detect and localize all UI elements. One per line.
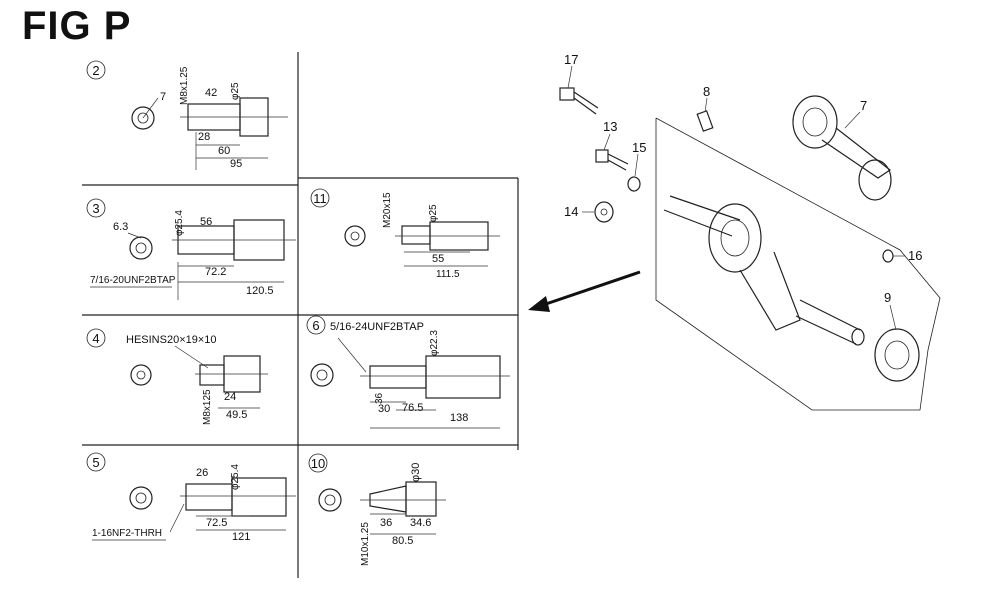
shaft-end-view bbox=[131, 106, 155, 130]
shaft-panel-3: 3 6.3 φ25.4 56 7/16-20UNF2BTAP 72.2 120.… bbox=[86, 198, 296, 300]
svg-text:7/16-20UNF2BTAP: 7/16-20UNF2BTAP bbox=[90, 275, 176, 286]
svg-text:95: 95 bbox=[230, 158, 242, 170]
svg-text:24: 24 bbox=[224, 391, 236, 403]
svg-text:111.5: 111.5 bbox=[436, 269, 460, 280]
svg-text:1-16NF2-THRH: 1-16NF2-THRH bbox=[92, 528, 162, 539]
svg-text:φ25.4: φ25.4 bbox=[230, 464, 241, 490]
part-label: 13 bbox=[603, 119, 617, 134]
svg-text:φ25.4: φ25.4 bbox=[174, 210, 185, 236]
svg-text:30: 30 bbox=[378, 403, 390, 415]
shaft-end-view bbox=[344, 225, 366, 247]
svg-text:72.5: 72.5 bbox=[206, 517, 227, 529]
svg-text:M10x1.25: M10x1.25 bbox=[360, 522, 371, 566]
svg-text:120.5: 120.5 bbox=[246, 285, 274, 297]
svg-text:M8x1.25: M8x1.25 bbox=[179, 66, 190, 105]
bearing-9 bbox=[874, 328, 920, 382]
callout-circle bbox=[86, 452, 106, 472]
shaft-end-view bbox=[318, 488, 342, 512]
shaft-body bbox=[369, 365, 427, 389]
shaft-taper bbox=[369, 485, 407, 513]
svg-text:72.2: 72.2 bbox=[205, 266, 226, 278]
shaft-panel-10: 10 φ30 M10x1.25 36 34.6 80.5 bbox=[308, 453, 446, 566]
callout-circle bbox=[86, 198, 106, 218]
shaft-panel-6: 6 5/16-24UNF2BTAP φ22.3 36 30 76.5 138 bbox=[306, 315, 510, 429]
shaft-body bbox=[185, 483, 233, 511]
bolt-17 bbox=[559, 87, 599, 115]
crankshaft-assembly: 17 8 7 13 15 14 16 9 bbox=[559, 52, 941, 411]
callout-label: 5 bbox=[92, 455, 99, 470]
crankshaft-body bbox=[663, 195, 865, 346]
svg-text:56: 56 bbox=[200, 216, 212, 228]
shaft-end-view bbox=[130, 364, 152, 386]
svg-text:42: 42 bbox=[205, 87, 217, 99]
shaft-end-view bbox=[310, 363, 334, 387]
washer-14 bbox=[594, 201, 614, 223]
pin-16 bbox=[882, 249, 894, 263]
callout-circle bbox=[306, 315, 326, 335]
svg-text:HESINS20×19×10: HESINS20×19×10 bbox=[126, 334, 217, 346]
svg-text:M20x15: M20x15 bbox=[382, 192, 393, 228]
callout-label: 10 bbox=[311, 456, 325, 471]
svg-text:60: 60 bbox=[218, 145, 230, 157]
part-label: 7 bbox=[860, 98, 867, 113]
svg-text:φ25: φ25 bbox=[230, 82, 241, 100]
callout-circle bbox=[86, 60, 106, 80]
shaft-end-view bbox=[129, 236, 153, 260]
shaft-panel-5: 5 26 φ25.4 72.5 1-16NF2-THRH 121 bbox=[86, 452, 296, 543]
shaft-panel-11: 11 M20x15 φ25 55 111.5 bbox=[310, 188, 500, 280]
svg-text:M8x125: M8x125 bbox=[202, 389, 213, 425]
camshaft-7 bbox=[792, 95, 892, 201]
pointer-arrow bbox=[528, 270, 641, 312]
shaft-panel-4: 4 HESINS20×19×10 24 M8x125 49.5 bbox=[86, 328, 268, 425]
svg-text:26: 26 bbox=[196, 467, 208, 479]
washer-15 bbox=[627, 176, 641, 192]
shaft-body bbox=[401, 225, 431, 245]
callout-circle bbox=[308, 453, 328, 473]
part-label: 8 bbox=[703, 84, 710, 99]
svg-text:φ30: φ30 bbox=[410, 463, 422, 482]
svg-text:φ22.3: φ22.3 bbox=[429, 330, 440, 356]
svg-text:7: 7 bbox=[160, 91, 166, 103]
svg-text:34.6: 34.6 bbox=[410, 517, 431, 529]
svg-text:6.3: 6.3 bbox=[113, 221, 128, 233]
svg-text:36: 36 bbox=[380, 517, 392, 529]
svg-text:36: 36 bbox=[374, 392, 385, 404]
part-label: 15 bbox=[632, 140, 646, 155]
svg-text:28: 28 bbox=[198, 131, 210, 143]
shaft-end-view bbox=[129, 486, 153, 510]
svg-text:121: 121 bbox=[232, 531, 250, 543]
callout-label: 2 bbox=[92, 63, 99, 78]
part-label: 17 bbox=[564, 52, 578, 67]
part-label: 14 bbox=[564, 204, 578, 219]
callout-label: 6 bbox=[312, 318, 319, 333]
shaft-panel-2: 2 7 M8x1.25 42 φ25 28 60 95 bbox=[86, 60, 288, 170]
svg-text:76.5: 76.5 bbox=[402, 402, 423, 414]
callout-circle bbox=[86, 328, 106, 348]
svg-text:80.5: 80.5 bbox=[392, 535, 413, 547]
svg-text:138: 138 bbox=[450, 412, 468, 424]
shaft-body bbox=[199, 364, 225, 386]
svg-text:49.5: 49.5 bbox=[226, 409, 247, 421]
figure-title: FIG P bbox=[22, 4, 132, 48]
callout-label: 11 bbox=[313, 191, 327, 206]
bolt-13 bbox=[595, 149, 629, 171]
callout-label: 4 bbox=[92, 331, 99, 346]
grid-lines bbox=[82, 52, 519, 578]
part-label: 9 bbox=[884, 290, 891, 305]
key-8 bbox=[696, 110, 714, 132]
svg-text:5/16-24UNF2BTAP: 5/16-24UNF2BTAP bbox=[330, 321, 424, 333]
svg-text:55: 55 bbox=[432, 253, 444, 265]
shaft-body bbox=[405, 481, 437, 517]
callout-circle bbox=[310, 188, 330, 208]
part-label: 16 bbox=[908, 248, 922, 263]
svg-text:φ25: φ25 bbox=[428, 204, 439, 222]
callout-label: 3 bbox=[92, 201, 99, 216]
